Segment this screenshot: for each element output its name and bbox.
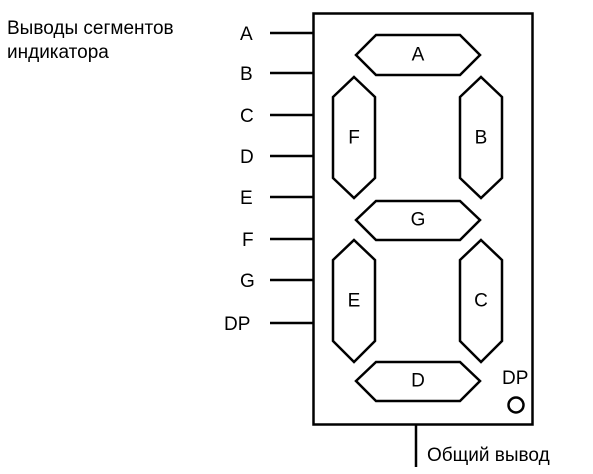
segment-labels: A F B G E C D	[348, 45, 488, 392]
segment-label-d: D	[411, 371, 425, 392]
segment-g	[354, 199, 482, 242]
segment-c	[458, 238, 504, 364]
segment-e	[331, 238, 377, 364]
dp-dot	[507, 396, 525, 414]
pin-label-g: G	[240, 271, 255, 292]
segment-a	[354, 33, 482, 77]
segment-d	[354, 360, 482, 403]
segment-label-e: E	[348, 291, 361, 312]
pin-label-e: E	[240, 188, 253, 209]
pin-labels: A B C D E F G DP	[224, 24, 255, 335]
pin-label-a: A	[240, 24, 253, 45]
segment-b	[458, 75, 504, 200]
pin-leads	[270, 31, 313, 325]
segment-f	[331, 75, 377, 200]
pin-label-c: C	[240, 106, 254, 127]
dp-label: DP	[502, 368, 528, 389]
segment-label-c: C	[474, 291, 488, 312]
title-line-1: Выводы сегментов	[7, 18, 174, 39]
pin-label-dp: DP	[224, 314, 250, 335]
pin-label-d: D	[240, 147, 254, 168]
title-line-2: индикатора	[7, 42, 109, 63]
segment-label-a: A	[412, 45, 425, 66]
segment-label-f: F	[348, 128, 360, 149]
common-label: Общий вывод	[427, 445, 550, 466]
segment-label-g: G	[411, 210, 426, 231]
pin-label-f: F	[242, 230, 254, 251]
pin-label-b: B	[240, 64, 253, 85]
segments	[331, 33, 504, 403]
segment-label-b: B	[475, 128, 488, 149]
